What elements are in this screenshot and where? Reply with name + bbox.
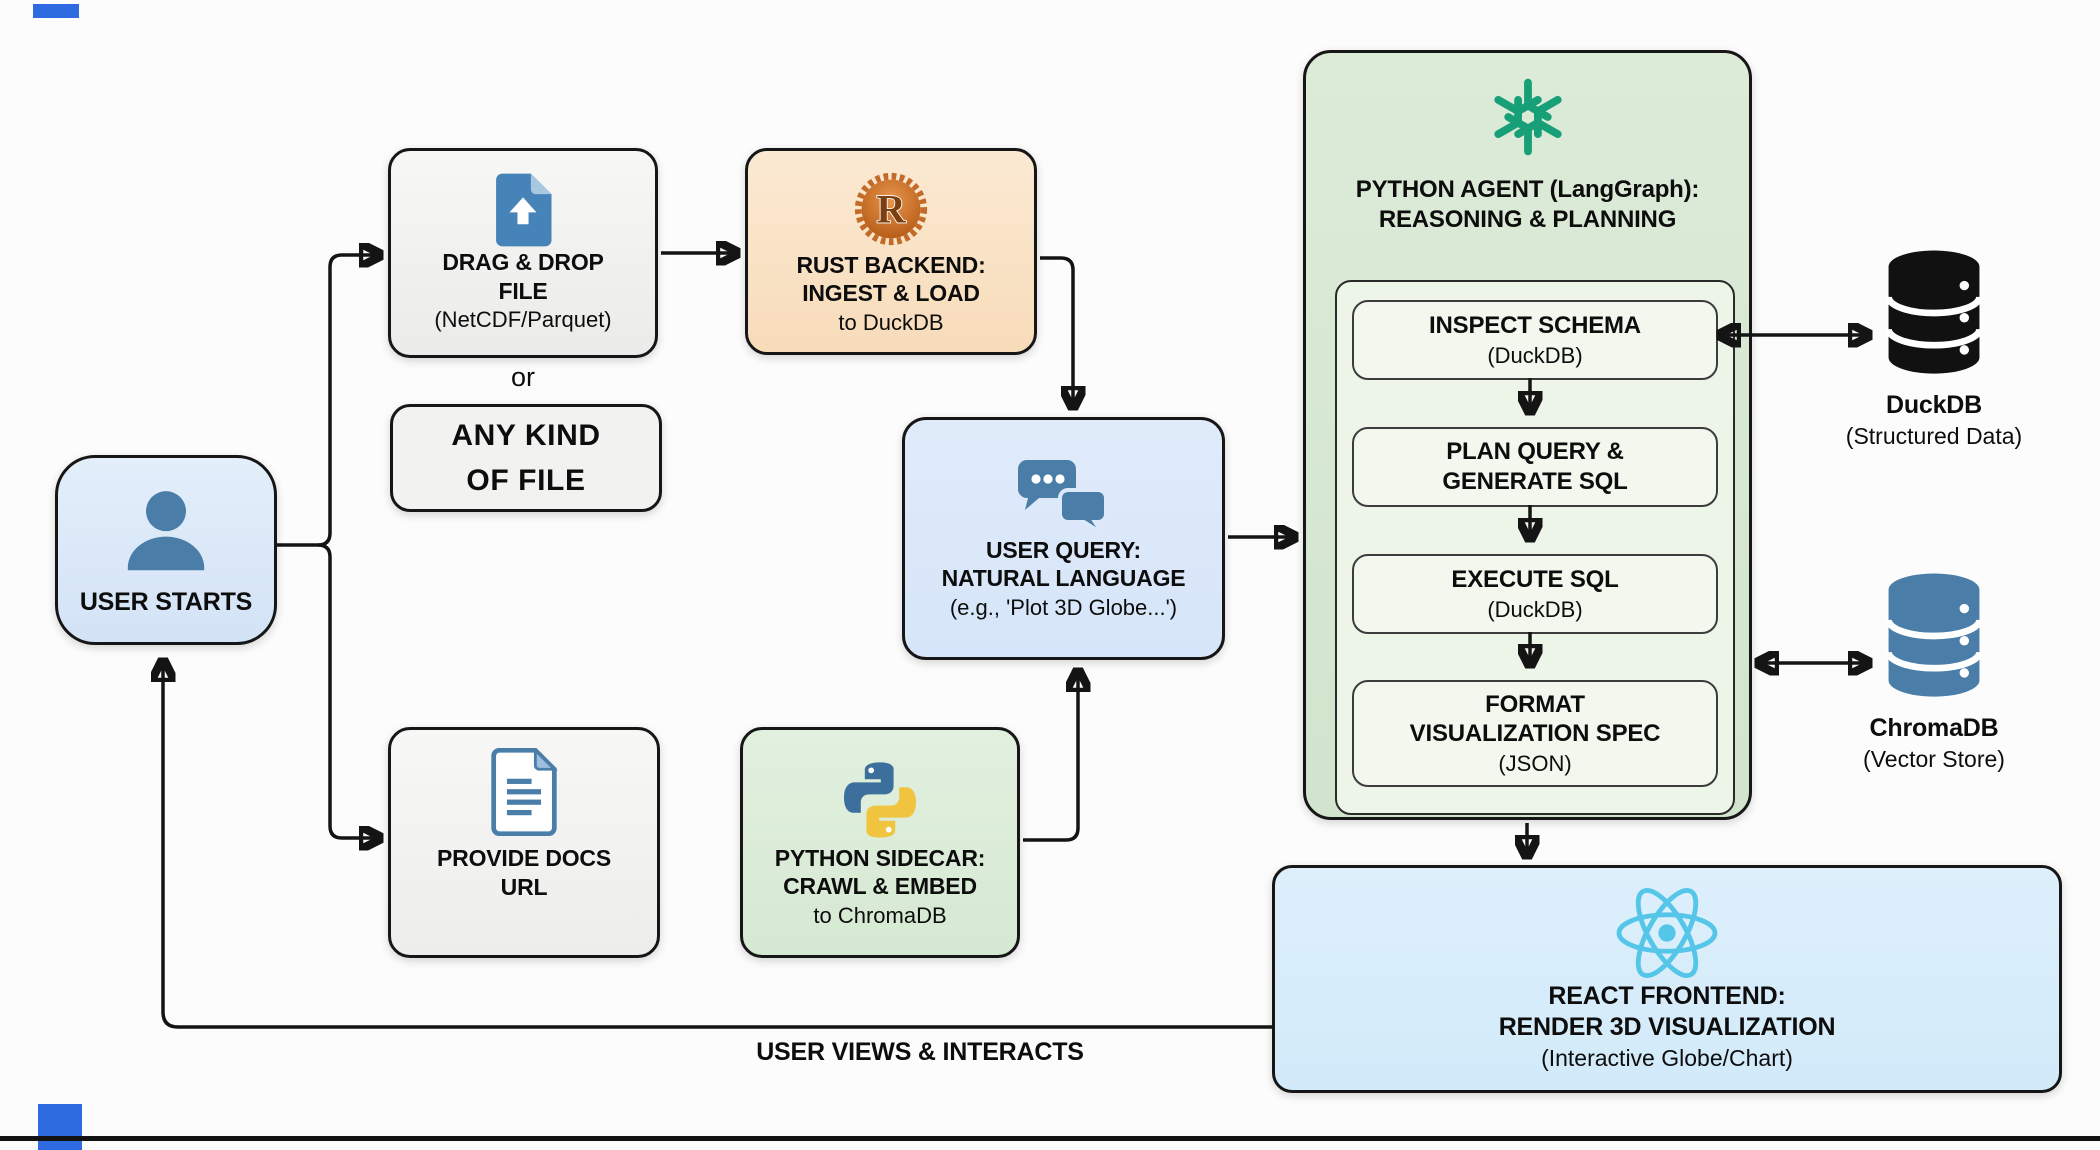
any-kind-line-1: ANY KIND <box>451 419 601 452</box>
rust-title-2: INGEST & LOAD <box>802 280 980 307</box>
user-query-title-2: NATURAL LANGUAGE <box>941 565 1186 592</box>
sidecar-title-1: PYTHON SIDECAR: <box>774 844 986 871</box>
react-logo-icon <box>1616 888 1718 979</box>
chromadb-label: ChromaDB <box>1869 714 1999 742</box>
step-2-title-2: GENERATE SQL <box>1442 468 1628 495</box>
file-upload-icon <box>496 173 552 247</box>
sidecar-title-2: CRAWL & EMBED <box>783 873 977 900</box>
duckdb-sublabel: (Structured Data) <box>1845 423 2023 449</box>
react-subtitle: (Interactive Globe/Chart) <box>1541 1045 1793 1072</box>
agent-title-2: REASONING & PLANNING <box>1378 205 1677 233</box>
step-inspect-schema: INSPECT SCHEMA (DuckDB) <box>1352 300 1718 380</box>
node-python-sidecar: PYTHON SIDECAR: CRAWL & EMBED to ChromaD… <box>740 727 1020 958</box>
person-icon <box>127 490 205 570</box>
user-query-subtitle: (e.g., 'Plot 3D Globe...') <box>949 594 1178 620</box>
rust-title-1: RUST BACKEND: <box>796 251 986 278</box>
node-provide-docs-url: PROVIDE DOCS URL <box>388 727 660 958</box>
react-title-2: RENDER 3D VISUALIZATION <box>1498 1013 1836 1042</box>
chromadb-sublabel: (Vector Store) <box>1863 746 2005 772</box>
feedback-loop-label: USER VIEWS & INTERACTS <box>756 1038 1084 1066</box>
agent-steps-panel: INSPECT SCHEMA (DuckDB) PLAN QUERY & GEN… <box>1335 280 1735 815</box>
node-react-frontend: REACT FRONTEND: RENDER 3D VISUALIZATION … <box>1272 865 2062 1093</box>
user-starts-label: USER STARTS <box>79 587 253 616</box>
step-format-viz-spec: FORMAT VISUALIZATION SPEC (JSON) <box>1352 680 1718 787</box>
chat-bubbles-icon <box>1017 459 1108 536</box>
document-icon <box>491 748 558 836</box>
step-4-subtitle: (JSON) <box>1498 751 1572 776</box>
step-1-subtitle: (DuckDB) <box>1487 342 1583 368</box>
step-execute-sql: EXECUTE SQL (DuckDB) <box>1352 554 1718 634</box>
node-drag-drop-file: DRAG & DROP FILE (NetCDF/Parquet) <box>388 148 658 358</box>
provide-docs-title-1: PROVIDE DOCS <box>437 845 611 871</box>
edge-rust-to-query <box>1040 256 1073 408</box>
bottom-left-blue-fragment <box>38 1104 82 1150</box>
duckdb-label: DuckDB <box>1885 391 1983 419</box>
step-1-title: INSPECT SCHEMA <box>1429 311 1641 339</box>
openai-logo-icon <box>1493 78 1562 156</box>
node-user-starts: USER STARTS <box>55 455 277 645</box>
node-python-agent: PYTHON AGENT (LangGraph): REASONING & PL… <box>1303 50 1752 820</box>
edge-user-to-dragdrop <box>317 255 381 547</box>
database-icon-chromadb <box>1885 573 1983 697</box>
figure-chromadb: ChromaDB (Vector Store) <box>1794 565 2074 774</box>
drag-drop-title-1: DRAG & DROP <box>442 249 604 276</box>
edge-sidecar-to-query <box>1023 670 1078 842</box>
bottom-divider-line <box>0 1136 2100 1141</box>
top-left-blue-fragment <box>33 4 79 18</box>
agent-title-1: PYTHON AGENT (LangGraph): <box>1355 176 1700 203</box>
drag-drop-subtitle: (NetCDF/Parquet) <box>434 307 612 333</box>
step-4-title-2: VISUALIZATION SPEC <box>1409 720 1661 748</box>
python-logo-icon <box>844 762 916 838</box>
step-3-title: EXECUTE SQL <box>1451 565 1619 593</box>
drag-drop-title-2: FILE <box>498 277 548 304</box>
user-query-title-1: USER QUERY: <box>986 536 1141 563</box>
database-icon-duckdb <box>1885 250 1983 374</box>
node-any-kind-of-file: ANY KIND OF FILE <box>390 404 662 512</box>
rust-subtitle: to DuckDB <box>838 309 944 335</box>
step-3-subtitle: (DuckDB) <box>1487 596 1583 622</box>
edge-user-to-providedocs <box>317 543 381 838</box>
node-user-query: USER QUERY: NATURAL LANGUAGE (e.g., 'Plo… <box>902 417 1225 660</box>
rust-logo-icon: R <box>854 172 928 245</box>
step-4-title-1: FORMAT <box>1485 690 1585 718</box>
sidecar-subtitle: to ChromaDB <box>813 902 947 928</box>
provide-docs-title-2: URL <box>500 873 548 900</box>
react-title-1: REACT FRONTEND: <box>1548 982 1786 1011</box>
node-rust-backend: R RUST BACKEND: INGEST & LOAD to DuckDB <box>745 148 1037 355</box>
edge-react-to-user-feedback <box>163 660 1272 1029</box>
or-label: or <box>510 362 535 392</box>
svg-text:R: R <box>876 186 906 231</box>
step-2-title-1: PLAN QUERY & <box>1446 438 1624 466</box>
figure-duckdb: DuckDB (Structured Data) <box>1794 242 2074 451</box>
any-kind-line-2: OF FILE <box>466 464 586 497</box>
step-plan-query: PLAN QUERY & GENERATE SQL <box>1352 427 1718 507</box>
